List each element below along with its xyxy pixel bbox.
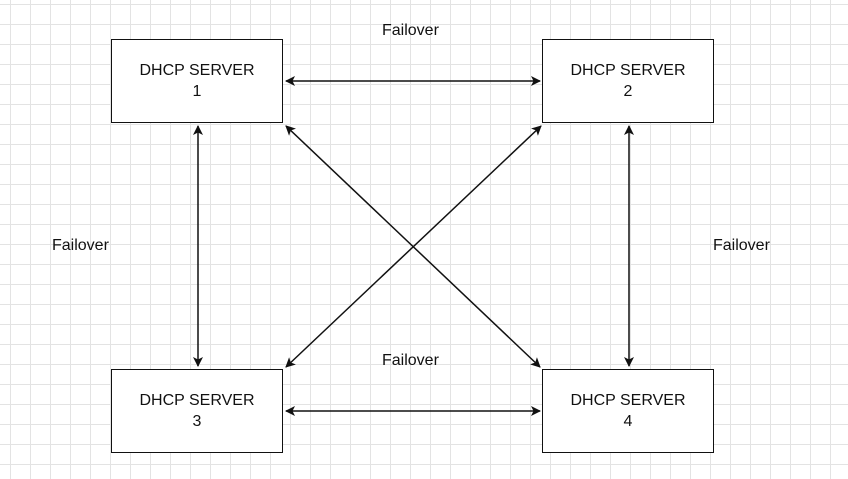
dhcp-server-1-box: DHCP SERVER 1 bbox=[111, 39, 283, 123]
server-number: 1 bbox=[192, 83, 202, 100]
server-title: DHCP SERVER bbox=[139, 392, 255, 409]
server-title: DHCP SERVER bbox=[139, 62, 255, 79]
failover-label-bottom: Failover bbox=[382, 352, 439, 369]
server-title: DHCP SERVER bbox=[570, 62, 686, 79]
dhcp-server-3-box: DHCP SERVER 3 bbox=[111, 369, 283, 453]
server-number: 2 bbox=[623, 83, 633, 100]
failover-label-top: Failover bbox=[382, 22, 439, 39]
server-number: 3 bbox=[192, 413, 202, 430]
server-number: 4 bbox=[623, 413, 633, 430]
dhcp-server-4-box: DHCP SERVER 4 bbox=[542, 369, 714, 453]
failover-label-left: Failover bbox=[52, 237, 109, 254]
failover-label-right: Failover bbox=[713, 237, 770, 254]
dhcp-server-2-box: DHCP SERVER 2 bbox=[542, 39, 714, 123]
server-title: DHCP SERVER bbox=[570, 392, 686, 409]
connection-2-3 bbox=[285, 125, 542, 368]
